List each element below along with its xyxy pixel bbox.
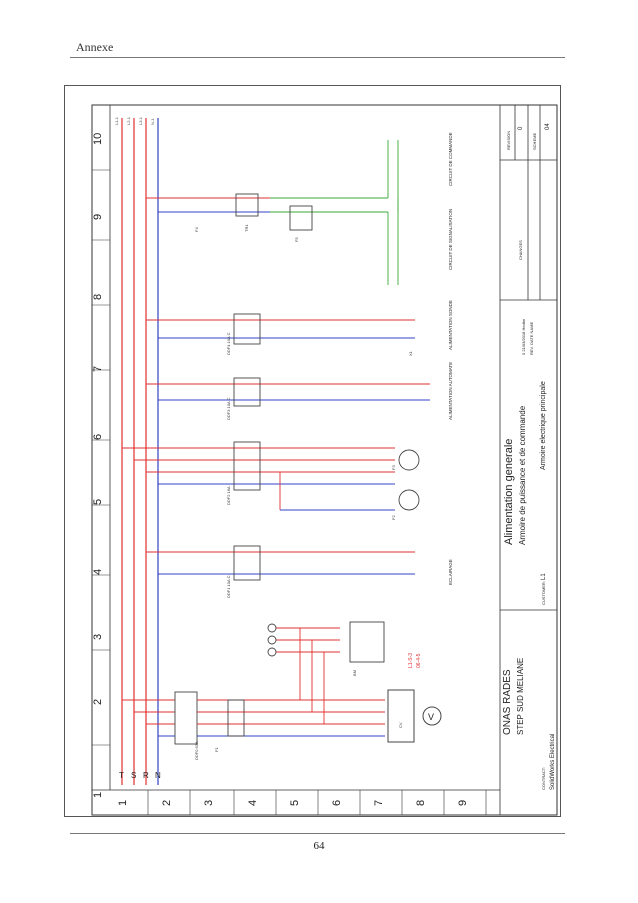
zone-number: 8 xyxy=(92,294,104,300)
zone-number: 2 xyxy=(92,699,104,705)
breaker-label: F3 xyxy=(391,465,396,470)
circuit-label: ALIMENTATION AUTOMATE xyxy=(448,362,453,420)
breaker-label: F4 xyxy=(194,227,199,232)
page-number: 64 xyxy=(313,840,325,852)
customer-label: CUSTOMER: xyxy=(541,581,546,605)
voltmeter-label: V xyxy=(428,712,434,722)
sheet-label: SCHEME xyxy=(532,133,537,150)
voltmeter-icon xyxy=(422,706,442,726)
zone-number: 3 xyxy=(92,634,104,640)
breaker-label: DDF2 16A xyxy=(226,486,231,505)
branch-eclairage xyxy=(146,545,415,581)
company-name: ONAS RADES xyxy=(502,669,513,735)
revision-value: 0 xyxy=(518,126,524,130)
breaker-label: DDF4 10A C xyxy=(226,332,231,355)
title-block xyxy=(499,104,558,816)
zone-number-bottom: 5 xyxy=(289,800,301,806)
revision-label: REVISION xyxy=(506,131,511,150)
breaker-label: X1 xyxy=(408,350,413,356)
circuit-label: ECLAIRAGE xyxy=(448,559,453,585)
zone-number-bottom: 8 xyxy=(415,800,427,806)
branch-automate xyxy=(146,377,430,407)
changes-label: CHANGES xyxy=(518,240,523,260)
phase-tag: L2-1 xyxy=(126,116,131,125)
zone-number-bottom: 6 xyxy=(331,800,343,806)
drawing-frame xyxy=(64,85,561,817)
drawing-subtitle: Armoire de puissance et de commande xyxy=(518,405,527,545)
zone-number-bottom: 2 xyxy=(161,800,173,806)
zone-number-bottom: 7 xyxy=(373,800,385,806)
zone-number-bottom: 9 xyxy=(457,800,469,806)
phase-tag: N-1 xyxy=(150,118,155,125)
drawing-title: Alimentation generale xyxy=(503,439,515,545)
breaker-label: TR1 xyxy=(244,224,249,232)
sheet-value: 04 xyxy=(545,123,551,130)
breaker-label: DDF1 10A C xyxy=(226,575,231,598)
page-header: Annexe xyxy=(76,40,114,54)
circuit-label: CIRCUIT DE COMMANDE xyxy=(448,132,453,186)
branch-sonde xyxy=(146,313,415,345)
breaker-label: DDF3 10A C xyxy=(226,397,231,420)
zone-number: 7 xyxy=(92,366,104,372)
zone-number-bottom: 4 xyxy=(247,800,259,806)
zone-number-bottom: 3 xyxy=(203,800,215,806)
busbars xyxy=(121,118,159,785)
header-rule xyxy=(70,57,565,58)
phase-tag: L1-1 xyxy=(114,116,119,125)
zone-number: 1 xyxy=(92,792,104,798)
phase-label: S xyxy=(131,771,136,780)
red-annotation: L1-S-3 xyxy=(408,653,414,668)
zone-number: 6 xyxy=(92,434,104,440)
phase-label: N xyxy=(155,771,161,780)
red-annotation: 06-4-5 xyxy=(416,653,422,668)
circuit-label: ALIMENTATION SONDE xyxy=(448,300,453,350)
cv-block xyxy=(387,689,415,743)
breaker-label: BM xyxy=(352,670,357,676)
breaker-label: F5 xyxy=(294,237,299,242)
phase-tag: L3-1 xyxy=(138,116,143,125)
footer-rule xyxy=(70,833,565,834)
software-name: SolidWorks Electrical xyxy=(550,734,556,790)
main-breaker xyxy=(122,691,385,745)
breaker-label: F1 xyxy=(214,747,219,752)
contract-label: CONTRACT: xyxy=(541,767,546,790)
breaker-label: DDF0 63A xyxy=(194,741,199,760)
zone-number: 5 xyxy=(92,499,104,505)
zone-number-bottom: 1 xyxy=(117,800,129,806)
breaker-label: CV xyxy=(398,722,403,728)
phase-label: T xyxy=(119,771,124,780)
branch-lamps xyxy=(122,441,420,511)
branch-command xyxy=(146,140,399,285)
phase-label: R xyxy=(143,771,149,780)
site-name: STEP SUD MELIANE xyxy=(516,658,525,735)
breaker-label: F2 xyxy=(391,515,396,520)
zone-number: 9 xyxy=(92,214,104,220)
signal-lamps xyxy=(267,621,385,724)
cabinet-name: Armoire electrique principale xyxy=(540,381,547,470)
folio: L1 xyxy=(541,573,547,580)
revision-row: 0 21/03/2018 Hedhe xyxy=(521,318,526,355)
zone-number: 4 xyxy=(92,569,104,575)
zone-number: 10 xyxy=(92,133,104,145)
circuit-label: CIRCUIT DE SIGNALISATION xyxy=(448,209,453,270)
revision-columns: REV. DATE NAME xyxy=(529,322,534,355)
